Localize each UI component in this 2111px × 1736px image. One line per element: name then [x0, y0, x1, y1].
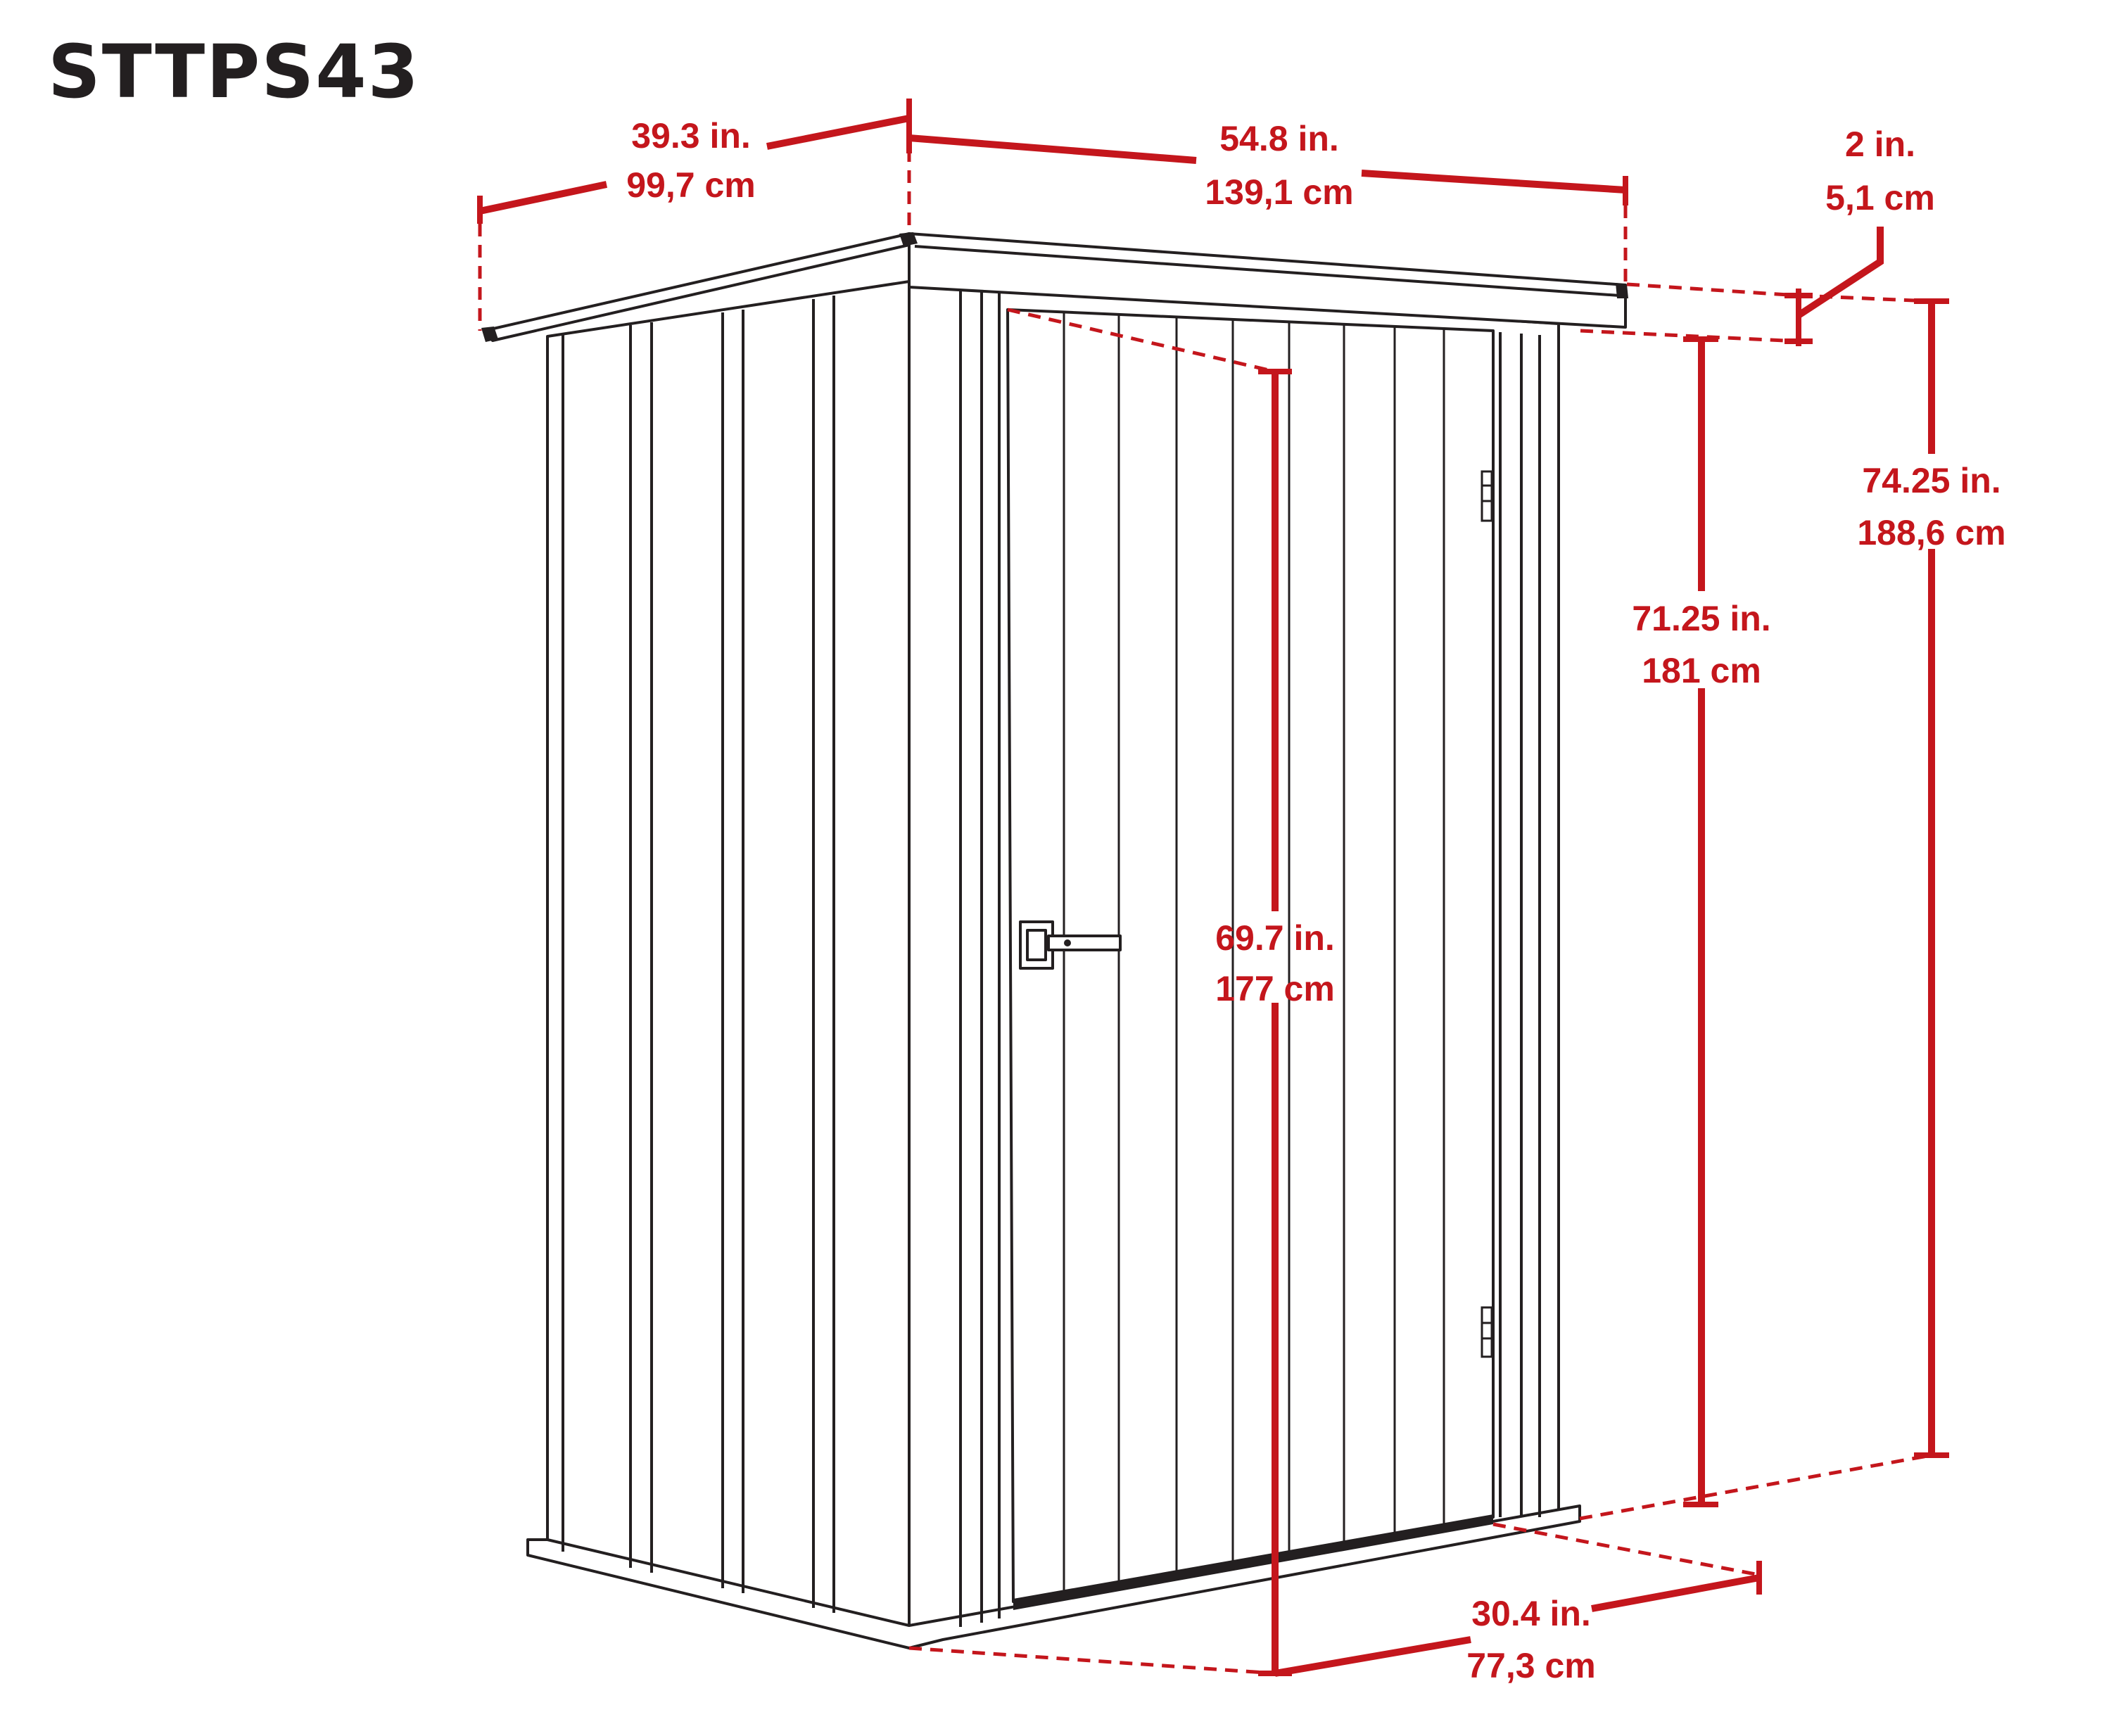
roof: [481, 232, 1628, 342]
side-wall: [546, 280, 911, 1637]
door-height-metric: 177 cm: [1215, 969, 1335, 1008]
door-height-imperial: 69.7 in.: [1215, 918, 1335, 958]
overhang-metric: 5,1 cm: [1825, 178, 1935, 217]
depth-top-imperial: 39.3 in.: [631, 116, 751, 156]
dimension-labels: 39.3 in. 99,7 cm 54.8 in. 139,1 cm 2 in.…: [626, 116, 2005, 1685]
front-right-pillar: [1499, 332, 1541, 1517]
width-top-imperial: 54.8 in.: [1219, 119, 1339, 158]
dimension-lines: [477, 99, 1949, 1677]
depth-bottom-imperial: 30.4 in.: [1471, 1594, 1591, 1633]
door-handle-icon: [1019, 920, 1122, 970]
total-height-metric: 188,6 cm: [1857, 513, 2005, 552]
door-hinges: [1481, 470, 1493, 1358]
width-top-metric: 139,1 cm: [1205, 172, 1353, 212]
side-wall-ribs: [562, 296, 835, 1613]
front-left-pillar: [959, 285, 1001, 1627]
wall-height-metric: 181 cm: [1642, 651, 1761, 690]
overhang-imperial: 2 in.: [1845, 125, 1915, 164]
depth-bottom-metric: 77,3 cm: [1466, 1646, 1595, 1685]
total-height-imperial: 74.25 in.: [1862, 461, 2001, 500]
wall-height-imperial: 71.25 in.: [1632, 599, 1770, 638]
depth-top-metric: 99,7 cm: [626, 165, 755, 205]
door-threshold: [1013, 1514, 1493, 1610]
base-plate: [526, 1504, 1581, 1649]
shed-outline: [481, 232, 1628, 1649]
model-title: STTPS43: [48, 29, 421, 115]
